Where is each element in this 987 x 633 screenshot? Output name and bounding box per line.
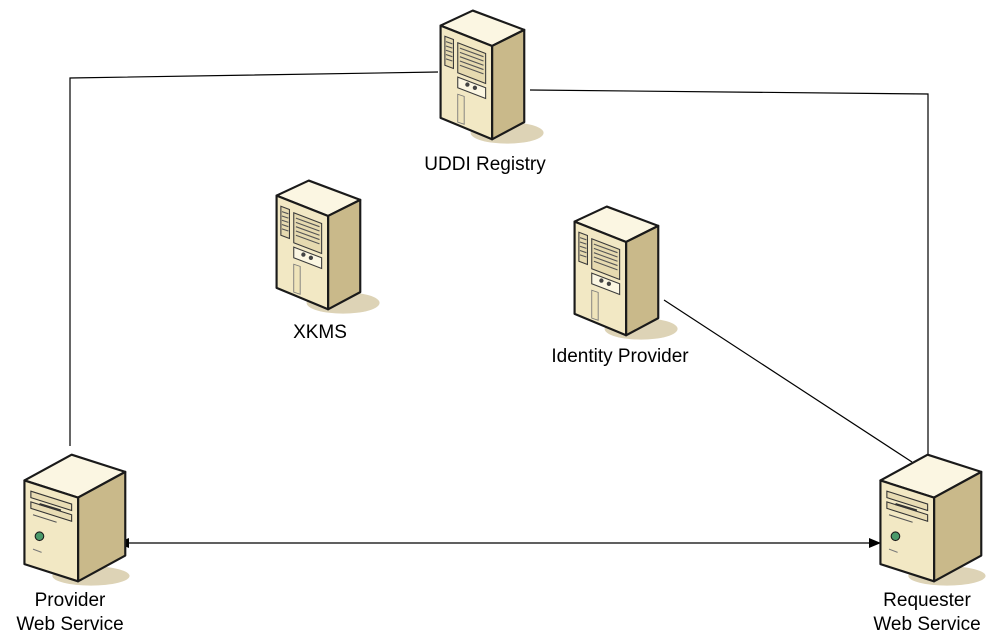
xkms-node: XKMS <box>275 179 381 343</box>
uddi-registry-label: UDDI Registry <box>424 154 546 175</box>
provider-web-service-node: Provider Web Service <box>16 453 131 633</box>
xkms-label: XKMS <box>293 322 347 343</box>
tower-server-icon <box>439 9 545 145</box>
provider-label-line2: Web Service <box>16 614 123 633</box>
requester-web-service-node: Requester Web Service <box>873 453 987 633</box>
requester-label-line1: Requester <box>883 590 971 611</box>
connector-idp-to-requester <box>663 299 913 463</box>
identity-provider-node: Identity Provider <box>551 205 689 367</box>
identity-provider-label: Identity Provider <box>551 346 689 367</box>
connector-provider-to-uddi <box>69 71 439 446</box>
tower-server-icon <box>275 179 381 315</box>
uddi-registry-node: UDDI Registry <box>424 9 546 175</box>
connections <box>69 71 929 548</box>
connector-uddi-to-requester <box>529 89 929 455</box>
requester-label-line2: Web Service <box>873 614 980 633</box>
tower-server-icon <box>573 205 679 341</box>
desktop-server-icon <box>23 453 131 587</box>
desktop-server-icon <box>879 453 987 587</box>
provider-label-line1: Provider <box>35 590 106 611</box>
